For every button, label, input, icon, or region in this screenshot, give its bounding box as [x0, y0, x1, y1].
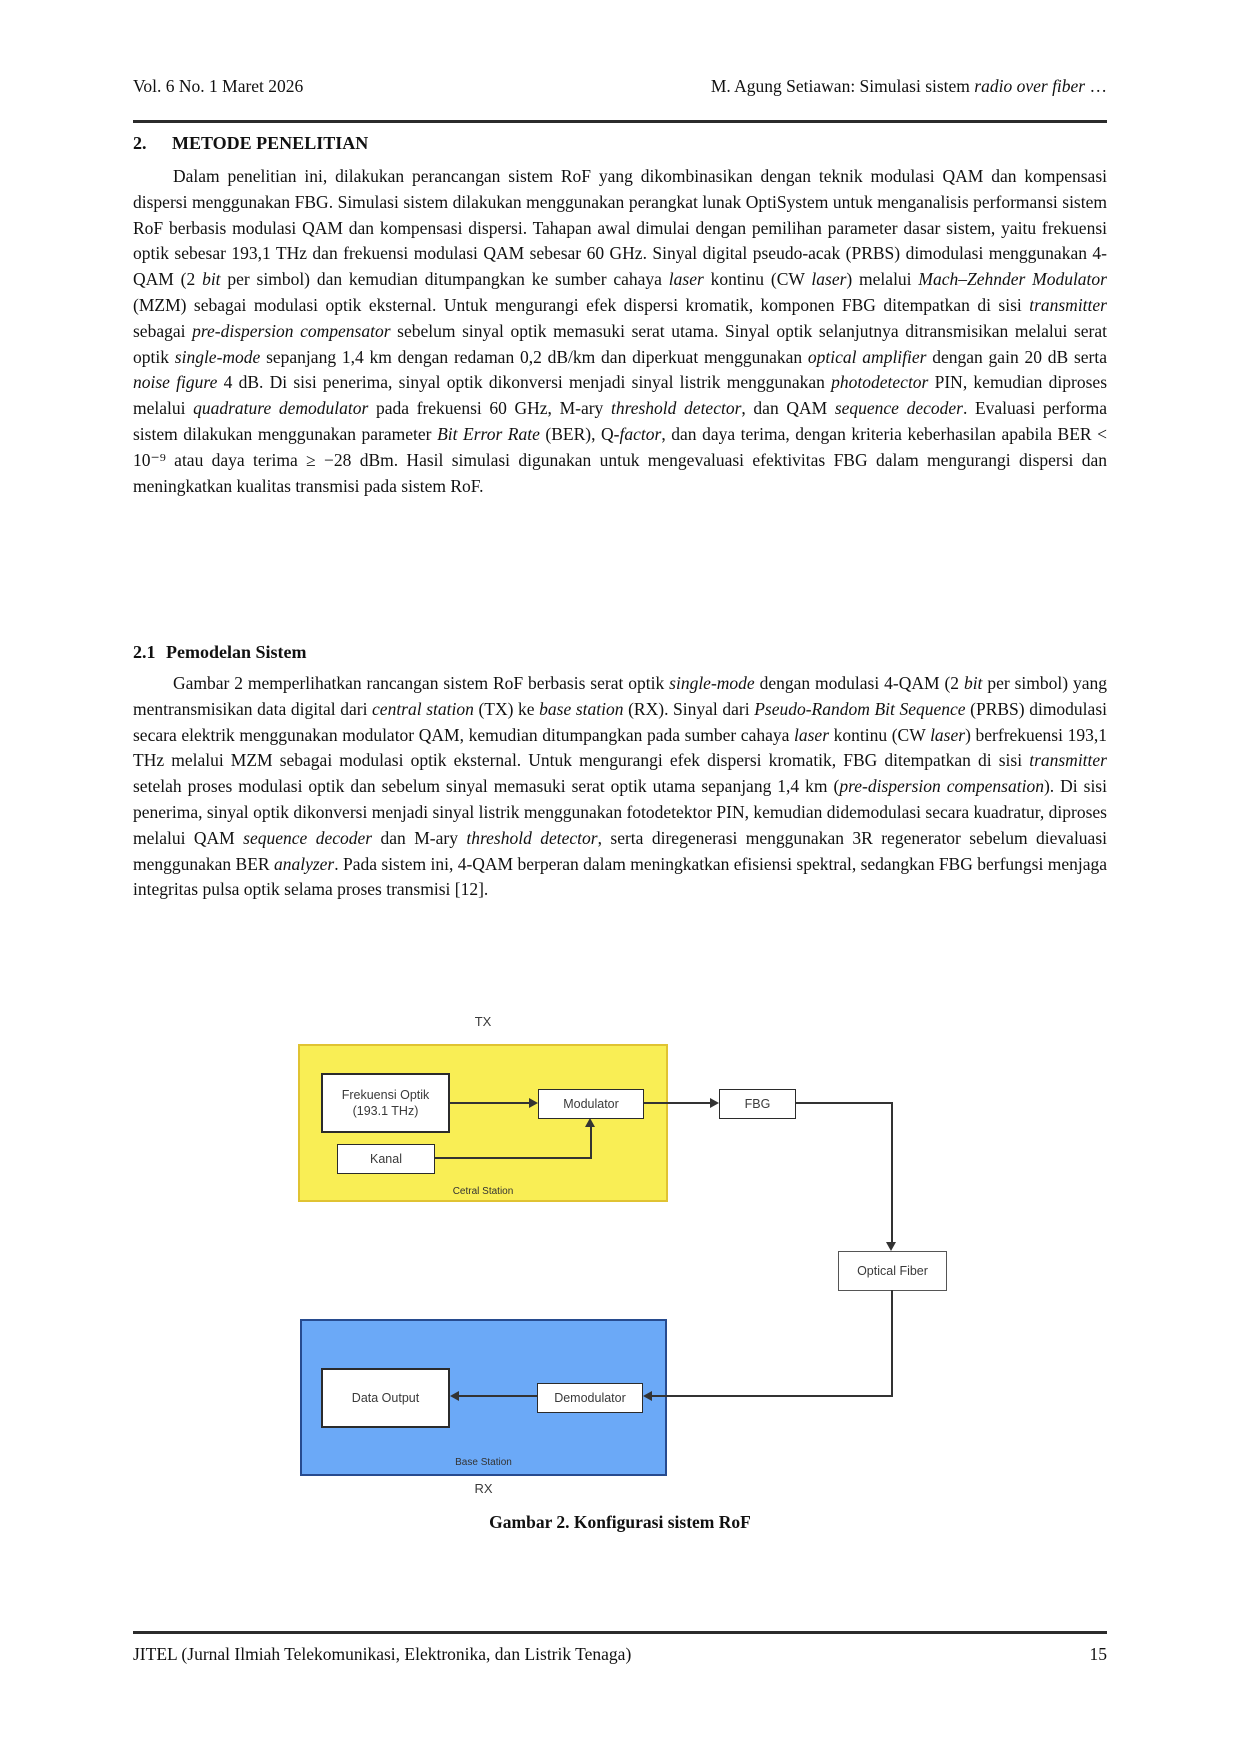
- line-segment: [891, 1290, 893, 1396]
- base-station-box: [300, 1319, 667, 1476]
- section-number: 2.: [133, 133, 147, 153]
- frekuensi-optik-label: Frekuensi Optik (193.1 THz): [342, 1087, 430, 1120]
- line-segment: [459, 1395, 537, 1397]
- footer-journal-name: JITEL (Jurnal Ilmiah Telekomunikasi, Ele…: [133, 1644, 632, 1664]
- footer-rule: [133, 1631, 1107, 1634]
- frekuensi-optik-line2: (193.1 THz): [352, 1104, 419, 1118]
- line-segment: [652, 1395, 893, 1397]
- arrowhead-down: [886, 1242, 896, 1251]
- arrowhead-left: [643, 1391, 652, 1401]
- header-running-title: M. Agung Setiawan: Simulasi sistem radio…: [711, 76, 1107, 97]
- running-title-prefix: M. Agung Setiawan: Simulasi sistem: [710, 76, 975, 96]
- frekuensi-optik-line1: Frekuensi Optik: [341, 1087, 430, 1102]
- tx-label: TX: [474, 1014, 492, 1029]
- kanal-block: Kanal: [337, 1144, 435, 1174]
- running-title-italic: radio over fiber: [974, 76, 1086, 96]
- line-segment: [590, 1127, 592, 1158]
- subsection-title: Pemodelan Sistem: [166, 642, 307, 662]
- subsection-number: 2.1: [133, 642, 156, 662]
- running-title-suffix: …: [1085, 76, 1108, 96]
- line-segment: [450, 1102, 529, 1104]
- central-station-box: [298, 1044, 668, 1202]
- arrowhead-up: [585, 1118, 595, 1127]
- frekuensi-optik-block: Frekuensi Optik (193.1 THz): [321, 1073, 450, 1133]
- line-segment: [644, 1102, 710, 1104]
- header-volume: Vol. 6 No. 1 Maret 2026: [133, 76, 304, 96]
- demodulator-block: Demodulator: [537, 1383, 643, 1413]
- central-station-label: Cetral Station: [452, 1186, 514, 1197]
- section-title: METODE PENELITIAN: [172, 133, 369, 153]
- line-segment: [435, 1157, 592, 1159]
- section-heading-metode: 2. METODE PENELITIAN: [133, 133, 368, 154]
- paragraph-metode-penelitian: Dalam penelitian ini, dilakukan perancan…: [133, 166, 1108, 496]
- paragraph-pemodelan-sistem: Gambar 2 memperlihatkan rancangan sistem…: [133, 673, 1107, 900]
- line-segment: [891, 1102, 893, 1243]
- arrowhead-right: [529, 1098, 538, 1108]
- page-number: 15: [1089, 1644, 1108, 1664]
- header-rule: [133, 120, 1107, 123]
- line-segment: [796, 1102, 892, 1104]
- base-station-label: Base Station: [455, 1457, 512, 1468]
- rx-label: RX: [474, 1481, 493, 1496]
- fbg-block: FBG: [719, 1089, 796, 1119]
- figure-caption: Gambar 2. Konfigurasi sistem RoF: [489, 1512, 751, 1532]
- arrowhead-left: [450, 1391, 459, 1401]
- modulator-block: Modulator: [538, 1089, 644, 1119]
- data-output-block: Data Output: [321, 1368, 450, 1428]
- arrowhead-right: [710, 1098, 719, 1108]
- optical-fiber-block: Optical Fiber: [838, 1251, 947, 1291]
- section-heading-pemodelan-sistem: 2.1 Pemodelan Sistem: [133, 642, 306, 663]
